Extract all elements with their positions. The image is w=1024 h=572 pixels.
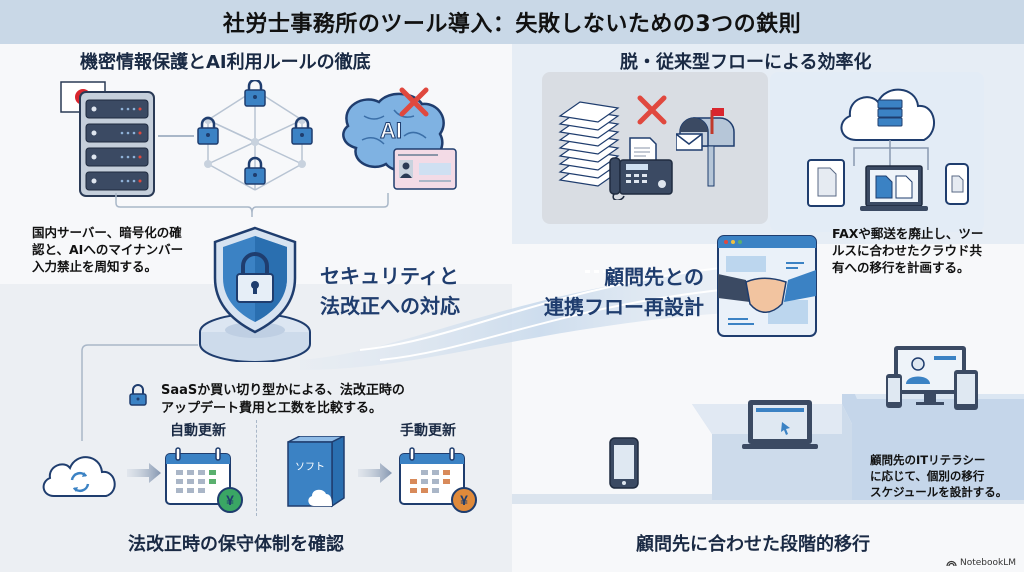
migration-description: 顧問先のITリテラシー に応じて、個別の移行 スケジュールを設計する。 xyxy=(870,453,1008,499)
maintenance-section-title: 法改正時の保守体制を確認 xyxy=(128,534,344,555)
software-box-icon: ソフト xyxy=(287,436,345,508)
security-section-title: 機密情報保護とAI利用ルールの徹底 xyxy=(80,52,371,73)
cloud-sync-icon xyxy=(42,456,116,497)
notebooklm-watermark: NotebookLM xyxy=(946,558,1016,568)
svg-text:¥: ¥ xyxy=(460,492,468,508)
cloud-sharing-icon xyxy=(840,88,936,170)
connector-line-elbow xyxy=(81,344,198,441)
migration-section-title: 顧問先に合わせた段階的移行 xyxy=(636,534,870,555)
efficiency-section-title: 脱・従来型フローによる効率化 xyxy=(620,52,872,73)
prohibited-x-icon xyxy=(399,87,429,117)
arrow-right-icon xyxy=(358,463,392,483)
mailbox-icon xyxy=(676,108,735,187)
calendar-manual-icon: ¥ xyxy=(399,447,477,513)
svg-text:¥: ¥ xyxy=(226,492,234,508)
multi-device-user-icon xyxy=(886,346,978,410)
security-legal-label: セキュリティと 法改正への対応 xyxy=(320,264,460,318)
client-flow-label: 顧問先との 連携フロー再設計 xyxy=(544,265,704,319)
manual-update-label: 手動更新 xyxy=(400,423,456,439)
smartphone-icon xyxy=(609,437,639,489)
svg-text:ソフト: ソフト xyxy=(295,462,325,473)
paper-stack-icon xyxy=(558,101,620,187)
notebooklm-logo-icon xyxy=(946,560,957,567)
id-card-icon xyxy=(393,148,457,190)
header-bar: 社労士事務所のツール導入：失敗しないための3つの鉄則 xyxy=(0,0,1024,44)
smartphone-document-icon xyxy=(945,163,969,205)
flow-arrows xyxy=(300,260,780,370)
fax-machine-icon xyxy=(609,137,673,200)
laptop-cursor-icon xyxy=(742,400,818,449)
page-title: 社労士事務所のツール導入：失敗しないための3つの鉄則 xyxy=(222,12,802,37)
laptop-documents-icon xyxy=(860,165,928,211)
encrypted-network-icon xyxy=(197,80,313,191)
divider-dashed xyxy=(256,420,257,516)
security-description: 国内サーバー、暗号化の確 認と、AIへのマイナンバー 入力禁止を周知する。 xyxy=(32,225,184,274)
padlock-icons xyxy=(197,80,313,185)
maintenance-note: SaaSか買い切り型かによる、法改正時の アップデート費用と工数を比較する。 xyxy=(161,383,405,416)
arrow-right-icon xyxy=(127,463,161,483)
calendar-auto-icon: ¥ xyxy=(165,447,243,513)
security-shield-icon xyxy=(199,226,311,362)
bracket-connector xyxy=(115,193,389,217)
tablet-document-icon xyxy=(807,159,845,207)
server-icon xyxy=(79,91,155,197)
efficiency-description: FAXや郵送を廃止し、ツー ルスに合わせたクラウド共 有への移行を計画する。 xyxy=(832,226,984,275)
svg-text:AI: AI xyxy=(380,118,402,143)
handshake-window-icon xyxy=(717,235,817,337)
prohibited-x-icon xyxy=(637,95,667,125)
auto-update-label: 自動更新 xyxy=(170,423,226,439)
lock-small-icon xyxy=(129,384,147,406)
connector-line xyxy=(158,135,194,137)
